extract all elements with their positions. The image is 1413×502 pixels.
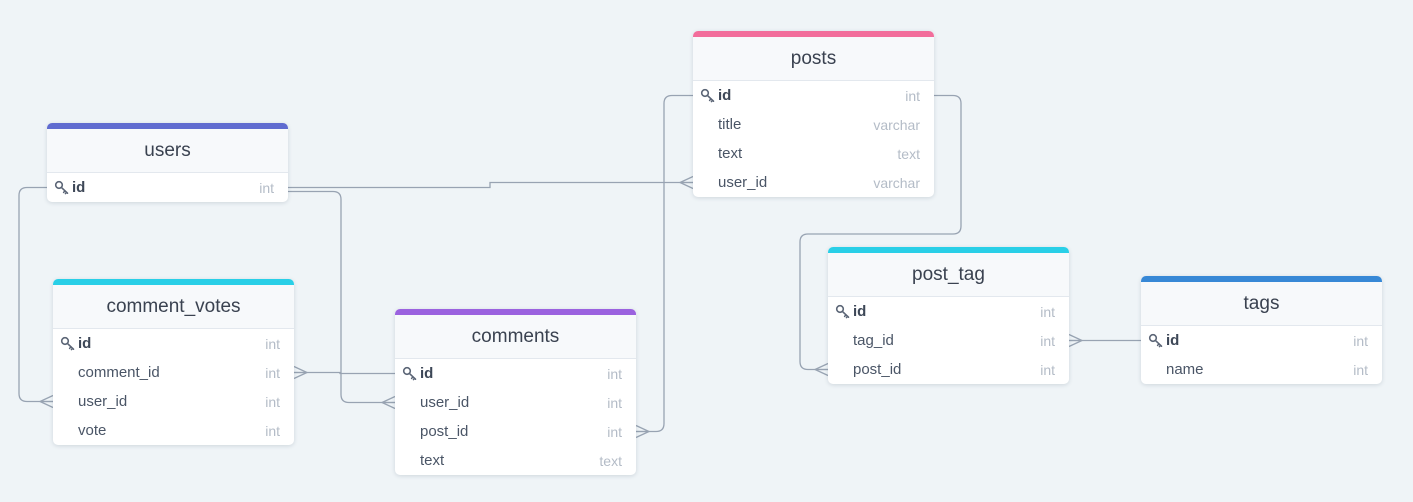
field-name: id [420, 365, 434, 382]
relation-comments-comment-votes[interactable] [294, 371, 395, 375]
primary-key-icon [700, 88, 715, 103]
table-field-row[interactable]: id int [693, 81, 934, 110]
field-type: int [607, 394, 622, 411]
crows-foot-many-icon[interactable] [678, 175, 694, 190]
field-name: comment_id [78, 364, 160, 381]
field-type: varchar [873, 116, 920, 133]
primary-key-icon [1148, 333, 1163, 348]
table-field-row[interactable]: text text [395, 446, 636, 475]
table-header-accent [828, 247, 1069, 253]
table-field-row[interactable]: vote int [53, 416, 294, 445]
field-type: int [265, 393, 280, 410]
field-type: int [259, 179, 274, 196]
field-name: title [718, 116, 742, 133]
table-header-accent [1141, 276, 1382, 282]
field-type: int [1040, 361, 1055, 378]
field-name: tag_id [853, 332, 894, 349]
field-type: int [1353, 361, 1368, 378]
table-header-accent [693, 31, 934, 37]
table-header-accent [395, 309, 636, 315]
field-type: varchar [873, 174, 920, 191]
table-header-accent [53, 279, 294, 285]
field-type: int [265, 335, 280, 352]
field-name: text [420, 452, 445, 469]
field-type: int [607, 365, 622, 382]
field-name: id [853, 303, 867, 320]
relation-users-comments[interactable] [288, 190, 395, 404]
field-name: post_id [420, 423, 469, 440]
primary-key-icon [835, 304, 850, 319]
field-type: int [265, 364, 280, 381]
field-type: int [607, 423, 622, 440]
table-field-row[interactable]: comment_id int [53, 358, 294, 387]
relation-users-comment-votes[interactable] [18, 186, 53, 403]
table-title[interactable]: comments [395, 315, 636, 359]
table-field-row[interactable]: id int [47, 173, 288, 202]
field-name: id [78, 335, 92, 352]
field-type: int [1040, 303, 1055, 320]
field-name: id [718, 87, 732, 104]
field-name: user_id [78, 393, 128, 410]
relation-posts-comments[interactable] [636, 94, 693, 433]
relation-users-posts[interactable] [288, 181, 693, 189]
table-posts[interactable]: posts id int title varchar text text user_id var… [693, 31, 934, 197]
table-field-row[interactable]: user_id int [53, 387, 294, 416]
table-title[interactable]: comment_votes [53, 285, 294, 329]
table-header-accent [47, 123, 288, 129]
table-title[interactable]: tags [1141, 282, 1382, 326]
table-field-row[interactable]: id int [828, 297, 1069, 326]
table-field-row[interactable]: user_id varchar [693, 168, 934, 197]
field-name: text [718, 145, 743, 162]
primary-key-icon [54, 180, 69, 195]
primary-key-icon [60, 336, 75, 351]
relation-posts-post-tag[interactable] [799, 94, 962, 371]
crows-foot-many-icon[interactable] [293, 365, 309, 380]
field-name: id [1166, 332, 1180, 349]
field-type: int [265, 422, 280, 439]
field-name: vote [78, 422, 107, 439]
table-title[interactable]: post_tag [828, 253, 1069, 297]
field-name: name [1166, 361, 1204, 378]
primary-key-icon [402, 366, 417, 381]
table-field-row[interactable]: id int [53, 329, 294, 358]
crows-foot-many-icon[interactable] [813, 362, 829, 377]
table-field-row[interactable]: title varchar [693, 110, 934, 139]
table-field-row[interactable]: post_id int [395, 417, 636, 446]
table-field-row[interactable]: tag_id int [828, 326, 1069, 355]
table-title[interactable]: users [47, 129, 288, 173]
table-title[interactable]: posts [693, 37, 934, 81]
table-field-row[interactable]: post_id int [828, 355, 1069, 384]
table-field-row[interactable]: id int [1141, 326, 1382, 355]
table-field-row[interactable]: text text [693, 139, 934, 168]
table-field-row[interactable]: name int [1141, 355, 1382, 384]
field-name: id [72, 179, 86, 196]
crows-foot-many-icon[interactable] [38, 394, 54, 409]
field-type: text [599, 452, 622, 469]
field-type: int [905, 87, 920, 104]
table-field-row[interactable]: id int [395, 359, 636, 388]
table-tags[interactable]: tags id int name int [1141, 276, 1382, 384]
table-users[interactable]: users id int [47, 123, 288, 202]
crows-foot-many-icon[interactable] [1068, 333, 1084, 348]
field-type: int [1353, 332, 1368, 349]
field-type: int [1040, 332, 1055, 349]
crows-foot-many-icon[interactable] [380, 395, 396, 410]
field-name: post_id [853, 361, 902, 378]
table-field-row[interactable]: user_id int [395, 388, 636, 417]
field-name: user_id [718, 174, 768, 191]
field-type: text [897, 145, 920, 162]
crows-foot-many-icon[interactable] [635, 424, 651, 439]
field-name: user_id [420, 394, 470, 411]
